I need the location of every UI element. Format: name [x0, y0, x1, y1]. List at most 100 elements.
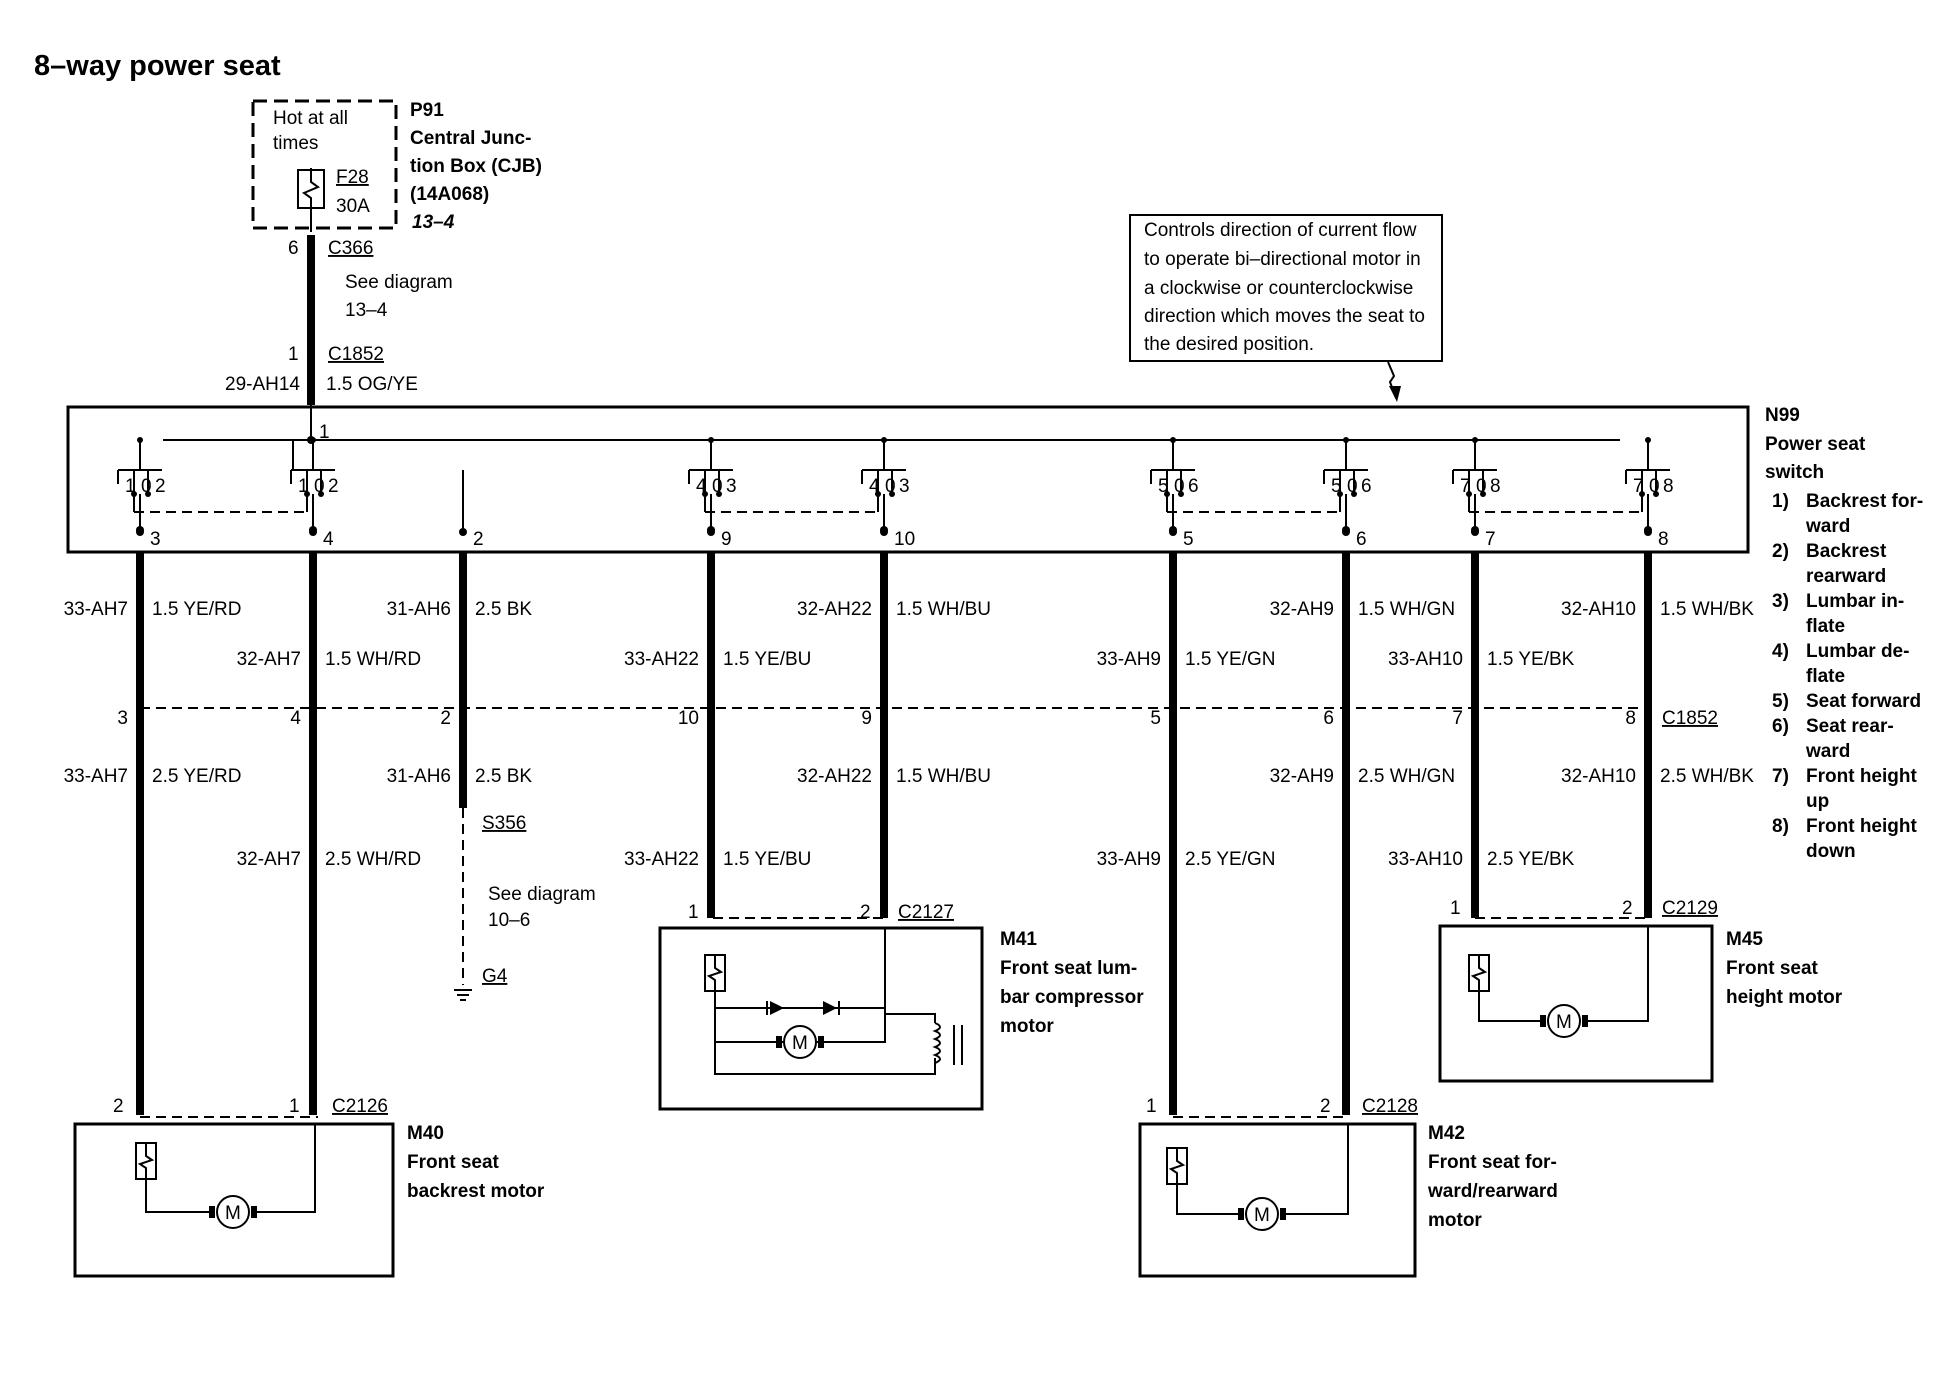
feed-connector: C1852 — [328, 344, 384, 365]
legend-number: 2) — [1772, 541, 1789, 562]
legend-number: 6) — [1772, 716, 1789, 737]
contact-label: 4 — [869, 476, 880, 497]
lower-wire-label: 2.5 WH/GN — [1358, 766, 1455, 787]
c1852-pin-label: 8 — [1625, 708, 1636, 729]
m41-diode-icon — [766, 1001, 840, 1015]
see-diagram-line1: See diagram — [345, 272, 453, 293]
upper-circuit-label: 32-AH22 — [797, 599, 872, 620]
contact-label: 5 — [1331, 476, 1342, 497]
lower-wire-label: 2.5 YE/BK — [1487, 849, 1575, 870]
legend-number: 1) — [1772, 491, 1789, 512]
legend-number: 8) — [1772, 816, 1789, 837]
legend-text: ward — [1805, 741, 1850, 762]
switch-pin-label: 8 — [1658, 529, 1669, 550]
c1852-pin-label: 6 — [1323, 708, 1334, 729]
lower-wire-label: 1.5 WH/BU — [896, 766, 991, 787]
lower-circuit-label: 33-AH7 — [64, 766, 128, 787]
contact-label: 4 — [696, 476, 707, 497]
c366-pin: 6 — [288, 238, 299, 259]
m41-name-line1: Front seat lum- — [1000, 958, 1137, 979]
switch-id: N99 — [1765, 405, 1800, 426]
feed-pin: 1 — [288, 344, 299, 365]
m45-name-line1: Front seat — [1726, 958, 1819, 979]
contact-label: 0 — [712, 476, 723, 497]
upper-circuit-label: 32-AH10 — [1561, 599, 1636, 620]
ground-icon — [454, 989, 472, 1001]
m41-connector: C2127 — [898, 902, 954, 923]
switch-name-line2: switch — [1765, 462, 1824, 483]
motor-m40: 2 1 C2126 M M40 Front seat backrest moto… — [73, 1096, 545, 1278]
switch-pin-label: 4 — [323, 529, 334, 550]
note-line1: Controls direction of current flow — [1144, 220, 1417, 241]
note-line2: to operate bi–directional motor in — [1144, 249, 1421, 270]
power-seat-switch: N99 Power seat switch 1)Backrest for-war… — [66, 405, 1923, 862]
upper-circuit-label: 33-AH9 — [1097, 649, 1161, 670]
m42-connector: C2128 — [1362, 1096, 1418, 1117]
m40-pin-b: 1 — [289, 1096, 300, 1117]
c1852-pin-label: 9 — [861, 708, 872, 729]
lower-circuit-label: 33-AH9 — [1097, 849, 1161, 870]
central-junction-box: Hot at all times F28 30A P91 Central Jun… — [251, 99, 542, 233]
c366-connector: C366 — [328, 238, 373, 259]
contact-label: 2 — [328, 476, 339, 497]
feed-wire-color: 1.5 OG/YE — [326, 374, 418, 395]
legend-text: up — [1806, 791, 1829, 812]
contact-label: 0 — [141, 476, 152, 497]
switch-pin-label: 2 — [473, 529, 484, 550]
legend-text: flate — [1806, 616, 1845, 637]
note-line5: the desired position. — [1144, 334, 1314, 355]
m45-motor-symbol: M — [1556, 1012, 1572, 1033]
m40-connector: C2126 — [332, 1096, 388, 1117]
upper-circuit-label: 33-AH22 — [624, 649, 699, 670]
note-line3: a clockwise or counterclockwise — [1144, 278, 1413, 299]
legend-text: Lumbar in- — [1806, 591, 1904, 612]
motor-m42: 1 2 C2128 M M42 Front seat for- ward/rea… — [1138, 1096, 1558, 1278]
contact-label: 0 — [1347, 476, 1358, 497]
legend-text: Backrest — [1806, 541, 1887, 562]
upper-wire-label: 1.5 YE/BU — [723, 649, 811, 670]
lower-circuit-label: 33-AH22 — [624, 849, 699, 870]
c1852-pin-label: 10 — [678, 708, 699, 729]
hot-label-line2: times — [273, 133, 318, 154]
upper-circuit-label: 33-AH7 — [64, 599, 128, 620]
switch-legend: 1)Backrest for-ward2)Backrestrearward3)L… — [1772, 491, 1923, 862]
m42-id: M42 — [1428, 1123, 1465, 1144]
contact-label: 3 — [726, 476, 737, 497]
m41-name-line2: bar compressor — [1000, 987, 1144, 1008]
legend-number: 5) — [1772, 691, 1789, 712]
m40-name-line2: backrest motor — [407, 1181, 545, 1202]
ground-see-line2: 10–6 — [488, 910, 530, 931]
note-arrow-icon — [1387, 361, 1401, 402]
m45-connector: C2129 — [1662, 898, 1718, 919]
fuse-rating: 30A — [336, 196, 370, 217]
switch-pin-label: 5 — [1183, 529, 1194, 550]
motor-m45: 1 2 C2129 M M45 Front seat height motor — [1438, 898, 1843, 1083]
legend-text: Front height — [1806, 766, 1917, 787]
cjb-name-line3: (14A068) — [410, 184, 489, 205]
motor-m41: 1 2 C2127 M M41 Front seat lum- bar comp… — [658, 902, 1144, 1111]
m41-pin-a: 1 — [688, 902, 699, 923]
c1852-pin-label: 5 — [1150, 708, 1161, 729]
lower-wire-label: 2.5 WH/BK — [1660, 766, 1754, 787]
c1852-pin-label: 3 — [117, 708, 128, 729]
legend-number: 3) — [1772, 591, 1789, 612]
contact-label: 5 — [1158, 476, 1169, 497]
m45-name-line2: height motor — [1726, 987, 1843, 1008]
feed-wire: 6 C366 See diagram 13–4 1 C1852 29-AH14 … — [225, 210, 453, 405]
cjb-id: P91 — [410, 100, 444, 121]
contact-label: 0 — [885, 476, 896, 497]
note-box: Controls direction of current flow to op… — [1129, 214, 1443, 402]
m42-name-line1: Front seat for- — [1428, 1152, 1557, 1173]
